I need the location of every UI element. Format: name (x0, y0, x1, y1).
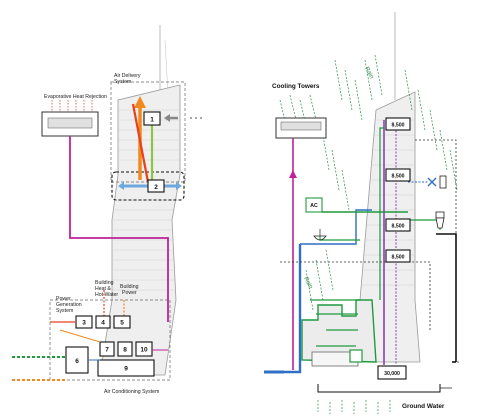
red-riser (131, 103, 150, 183)
air-delivery-label-2: System (114, 79, 131, 85)
ground-water-bracket (317, 384, 452, 393)
tank-3-label: 8,500 (392, 224, 405, 230)
blue-arrow-right (176, 182, 182, 190)
green-podium-collectors (310, 299, 360, 347)
rain-label-mid: Rain (302, 276, 313, 290)
tank-1: 8,500 (385, 117, 411, 131)
air-delivery-label-1: Air Delivery (114, 73, 141, 79)
heat-hot-label-3: Hot Water (95, 292, 118, 298)
grey-dashed-loop (280, 261, 431, 330)
base-tank-label: 30,000 (384, 371, 400, 377)
base-tank: 30,000 (377, 365, 407, 380)
base-plant-inlet (349, 349, 363, 363)
evaporative-core (47, 117, 93, 129)
evaporative-heat-arrows (51, 100, 93, 112)
orange-arrow (134, 96, 146, 108)
ac-unit: AC (305, 197, 323, 213)
right-flows (264, 120, 460, 374)
sink-icon (313, 229, 327, 241)
evaporative-unit (41, 100, 99, 137)
plant-boxes: 3 4 5 6 7 8 10 9 (65, 315, 155, 377)
box-6: 6 (65, 346, 89, 374)
left-tower (99, 25, 186, 376)
orange-internal-link (59, 329, 101, 343)
heat-hot-label-2: Heat & (95, 286, 111, 292)
tank-2: 8,500 (385, 168, 411, 182)
blue-branch (300, 209, 372, 245)
tank-3: 8,500 (385, 218, 411, 232)
right-base-plant (311, 349, 363, 367)
box-5-label: 5 (120, 320, 124, 327)
blue-main-left (280, 244, 302, 374)
right-tower (301, 12, 421, 363)
faucet-icon (427, 175, 447, 189)
box-5: 5 (113, 315, 131, 329)
box-2: 2 (147, 179, 165, 193)
power-gen-label-2: Generation (56, 302, 82, 308)
magenta-cooling-loop (69, 136, 169, 322)
tank-4-label: 8,500 (392, 255, 405, 261)
utility-inputs (12, 321, 168, 381)
magenta-arrow (289, 170, 297, 178)
black-drain-main (436, 233, 457, 362)
left-flows (69, 96, 205, 322)
box-7-label: 7 (105, 347, 109, 354)
box-10: 10 (135, 341, 153, 357)
box-1: 1 (143, 111, 161, 126)
box-3: 3 (75, 315, 93, 329)
left-spire-2 (164, 39, 169, 96)
box-2-label: 2 (154, 184, 158, 191)
box-7: 7 (99, 341, 115, 357)
box-4-label: 4 (101, 320, 105, 327)
air-delivery-band (111, 171, 185, 201)
ac-box (305, 197, 323, 213)
box-3-label: 3 (82, 320, 86, 327)
box-6-label: 6 (75, 358, 79, 365)
bldg-power-label-2: Power (122, 290, 137, 296)
box-9-label: 9 (124, 366, 128, 373)
power-gen-label-3: System (56, 308, 73, 314)
tank-4: 8,500 (385, 249, 411, 263)
cooling-tower-unit (275, 117, 327, 139)
plant-frame (49, 299, 171, 381)
cooling-towers-label: Cooling Towers (272, 83, 320, 90)
green-riser-right (379, 127, 384, 300)
intake-arrow-head (164, 114, 170, 122)
toilet-icon (435, 211, 445, 229)
tank-2-label: 8,500 (392, 174, 405, 180)
box-8-label: 8 (123, 347, 127, 354)
grey-drain-line (415, 139, 460, 363)
evaporative-label: Evaporative Heat Rejection (44, 94, 107, 100)
box-4: 4 (95, 315, 111, 329)
power-gen-label-1: Power (56, 296, 71, 302)
tank-1-label: 8,500 (392, 123, 405, 129)
ac-label: AC (310, 203, 318, 209)
ac-system-label: Air Conditioning System (104, 389, 159, 395)
blue-arrow-left (118, 182, 124, 190)
ground-water-label: Ground Water (402, 403, 445, 410)
box-8: 8 (117, 341, 133, 357)
cooling-tower-core (280, 121, 322, 131)
heat-hot-label-1: Building (95, 280, 114, 286)
box-10-label: 10 (140, 347, 148, 354)
box-9: 9 (97, 359, 155, 377)
box-1-label: 1 (150, 117, 154, 124)
rain-label-top: Rain (363, 66, 374, 80)
bldg-power-label-1: Building (120, 284, 139, 290)
